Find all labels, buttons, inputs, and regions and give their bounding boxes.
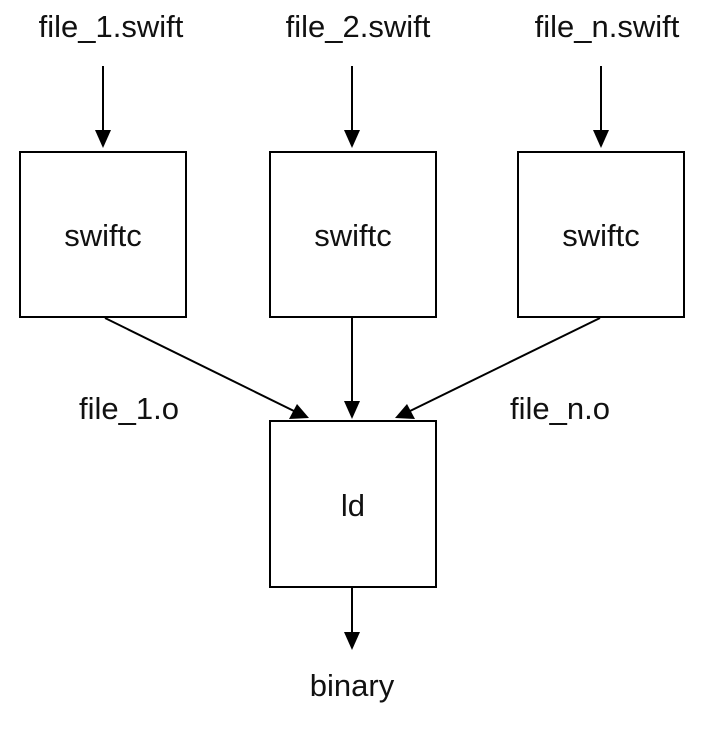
ld-node-label: ld [341,488,365,523]
edge-file-1-to-swiftc-1 [95,66,111,148]
edge-file-n-to-swiftc-n [593,66,609,148]
ld-node: ld [269,420,437,588]
input-label-file-n: file_n.swift [535,9,680,44]
edge-swiftc-n-to-ld [395,317,601,419]
swiftc-node-n-label: swiftc [562,218,640,253]
object-label-file-n: file_n.o [510,391,610,426]
output-label-binary: binary [310,668,395,703]
object-label-file-1: file_1.o [79,391,179,426]
swiftc-node-2: swiftc [269,151,437,318]
input-label-file-2: file_2.swift [286,9,431,44]
input-label-file-1: file_1.swift [39,9,184,44]
edge-file-2-to-swiftc-2 [344,66,360,148]
edge-ld-to-binary [344,588,360,650]
edge-swiftc-1-to-ld [104,317,309,419]
edge-swiftc-2-to-ld [344,318,360,419]
swiftc-node-1-label: swiftc [64,218,142,253]
swiftc-node-1: swiftc [19,151,187,318]
swiftc-node-2-label: swiftc [314,218,392,253]
swiftc-node-n: swiftc [517,151,685,318]
